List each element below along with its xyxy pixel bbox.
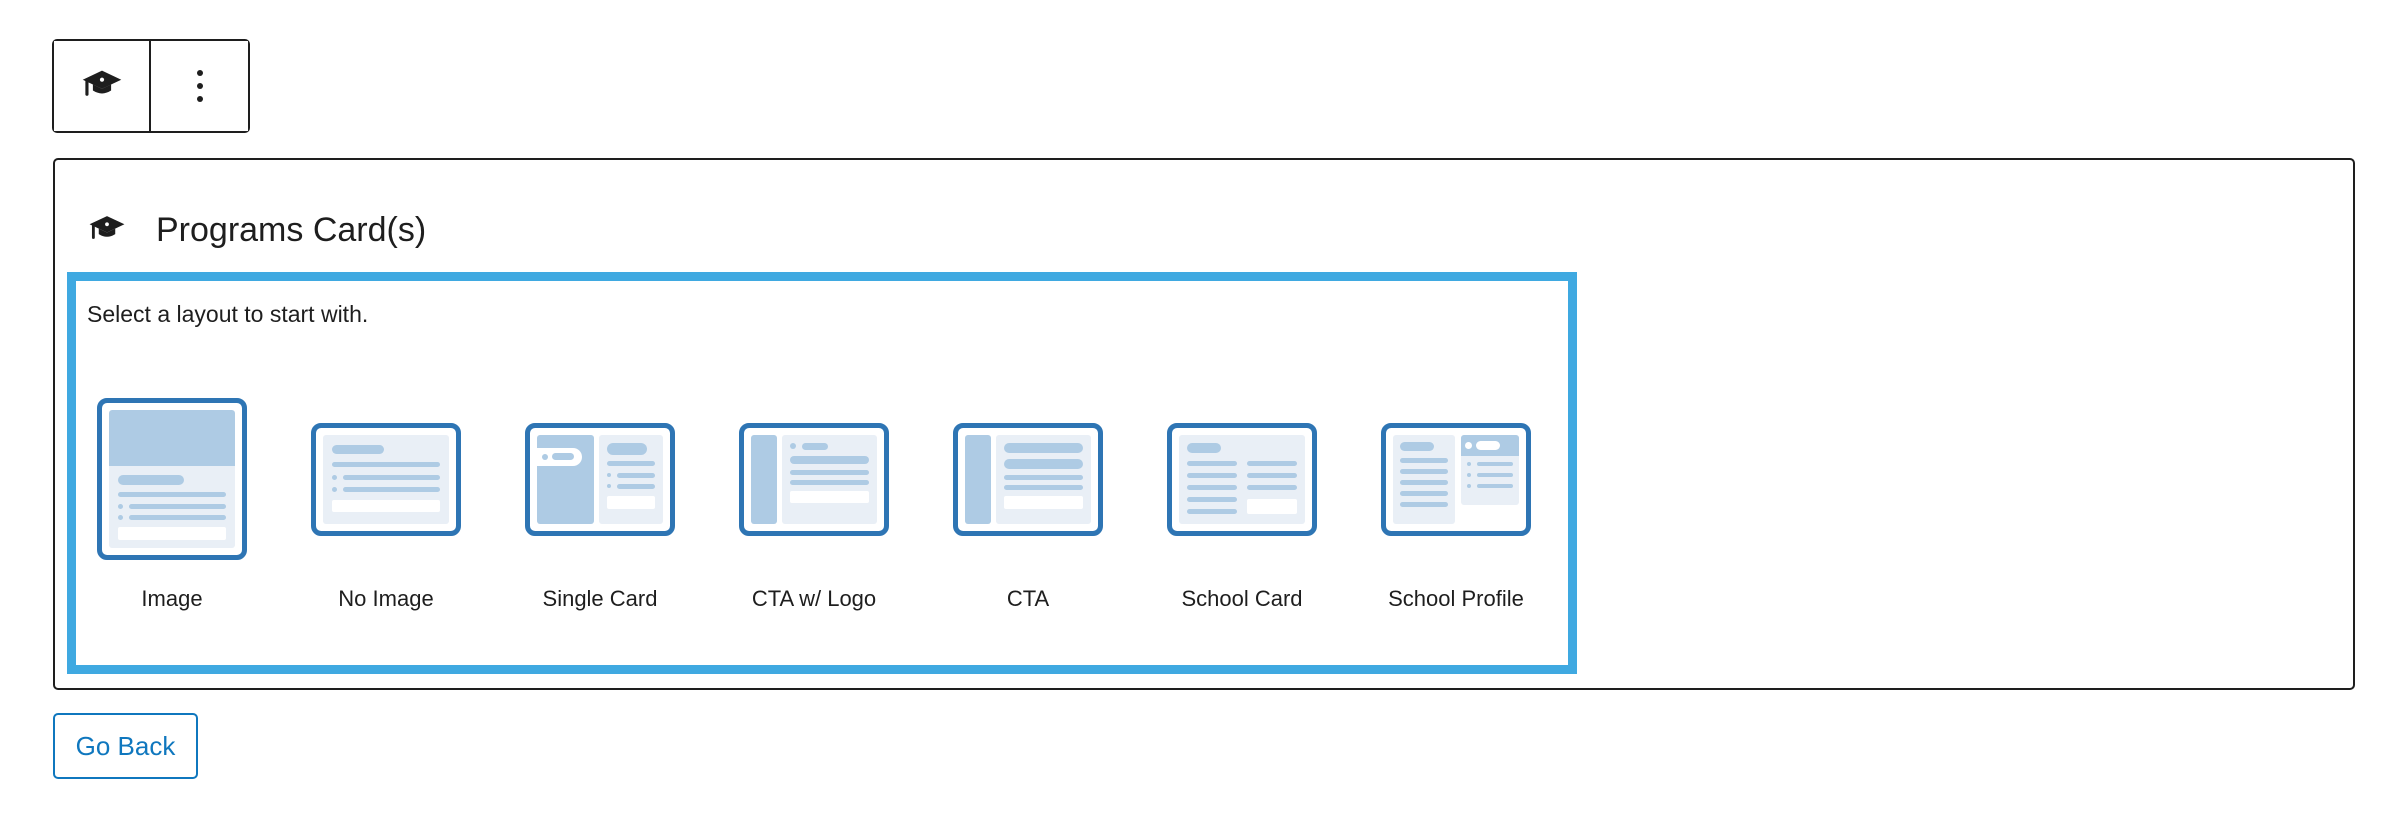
thumbnail-wrap bbox=[97, 391, 247, 567]
mock-logo-badge bbox=[537, 447, 582, 466]
layout-picker-prompt: Select a layout to start with. bbox=[87, 301, 369, 327]
layout-option-image[interactable]: Image bbox=[97, 391, 247, 611]
thumbnail-wrap bbox=[311, 391, 461, 567]
mock-image-block bbox=[109, 410, 235, 466]
mock-button bbox=[1247, 498, 1297, 514]
thumbnail-wrap bbox=[739, 391, 889, 567]
layout-thumbnail-no-image bbox=[311, 422, 461, 536]
mock-title bbox=[1400, 441, 1434, 451]
mock-profile-header bbox=[1461, 434, 1519, 456]
layout-label: Image bbox=[141, 586, 203, 611]
mock-bullet bbox=[118, 504, 226, 509]
mock-side-strip bbox=[751, 434, 777, 524]
mock-line bbox=[332, 461, 440, 467]
mock-card bbox=[1393, 434, 1519, 524]
thumbnail-wrap bbox=[1381, 391, 1531, 567]
layout-option-school-profile[interactable]: School Profile bbox=[1381, 391, 1531, 611]
layout-label: School Profile bbox=[1388, 586, 1524, 611]
mock-bullet bbox=[607, 472, 655, 478]
kebab-menu-icon bbox=[196, 70, 203, 102]
mock-side-strip bbox=[965, 434, 991, 524]
mock-card bbox=[109, 410, 235, 548]
mock-card-body bbox=[109, 466, 235, 548]
mock-card-body bbox=[782, 434, 877, 524]
layout-thumbnail-single-card bbox=[525, 422, 675, 536]
layout-label: CTA bbox=[1006, 586, 1050, 611]
mock-button bbox=[118, 527, 226, 540]
mock-column-right bbox=[1247, 460, 1297, 514]
thumbnail-wrap bbox=[525, 391, 675, 567]
mock-title bbox=[1004, 442, 1083, 453]
options-button[interactable] bbox=[149, 41, 248, 131]
mock-button bbox=[607, 495, 655, 509]
layout-option-single-card[interactable]: Single Card bbox=[525, 391, 675, 611]
mock-title bbox=[607, 442, 647, 455]
mock-card-body bbox=[996, 434, 1091, 524]
mock-card-body bbox=[599, 434, 663, 524]
mock-bullet bbox=[332, 486, 440, 492]
mock-card bbox=[751, 434, 877, 524]
mock-line bbox=[790, 469, 869, 475]
graduation-cap-icon bbox=[81, 65, 123, 107]
mock-line bbox=[1004, 474, 1083, 480]
block-title: Programs Card(s) bbox=[156, 211, 427, 249]
layout-label: School Card bbox=[1181, 586, 1303, 611]
mock-logo-row bbox=[790, 442, 869, 450]
layout-label: Single Card bbox=[542, 586, 658, 611]
graduation-cap-icon bbox=[88, 211, 126, 249]
layout-options: Image bbox=[97, 391, 1531, 611]
mock-card bbox=[537, 434, 663, 524]
layout-option-no-image[interactable]: No Image bbox=[311, 391, 461, 611]
mock-card bbox=[1179, 434, 1305, 524]
mock-column-left bbox=[1393, 434, 1455, 524]
layout-option-school-card[interactable]: School Card bbox=[1167, 391, 1317, 611]
go-back-button[interactable]: Go Back bbox=[53, 713, 198, 779]
layout-thumbnail-image bbox=[97, 398, 247, 560]
mock-column-left bbox=[1187, 460, 1237, 514]
mock-bullet bbox=[332, 474, 440, 480]
layout-label: CTA w/ Logo bbox=[751, 586, 877, 611]
block-type-button[interactable] bbox=[54, 41, 149, 131]
mock-button bbox=[332, 499, 440, 512]
layout-thumbnail-cta bbox=[953, 422, 1103, 536]
mock-title bbox=[1004, 458, 1083, 469]
mock-button bbox=[1004, 495, 1083, 509]
mock-columns bbox=[1187, 460, 1297, 514]
mock-title bbox=[332, 444, 384, 454]
block-header: Programs Card(s) bbox=[88, 210, 426, 250]
mock-title bbox=[790, 455, 869, 464]
mock-button bbox=[790, 490, 869, 503]
layout-label: No Image bbox=[338, 586, 434, 611]
layout-option-cta-logo[interactable]: CTA w/ Logo bbox=[739, 391, 889, 611]
mock-title bbox=[118, 475, 184, 485]
layout-picker: Select a layout to start with. bbox=[67, 272, 1577, 674]
mock-profile-body bbox=[1461, 456, 1519, 494]
programs-card-block: Programs Card(s) Select a layout to star… bbox=[53, 158, 2355, 690]
mock-line bbox=[790, 479, 869, 485]
layout-thumbnail-school-profile bbox=[1381, 422, 1531, 536]
mock-profile-panel bbox=[1461, 434, 1519, 505]
block-toolbar bbox=[52, 39, 250, 133]
mock-title bbox=[1187, 442, 1221, 453]
mock-line bbox=[607, 460, 655, 466]
mock-card bbox=[965, 434, 1091, 524]
mock-bullet bbox=[118, 515, 226, 520]
mock-bullet bbox=[607, 483, 655, 489]
mock-line bbox=[118, 492, 226, 497]
mock-line bbox=[1004, 484, 1083, 490]
mock-card bbox=[323, 434, 449, 524]
layout-thumbnail-cta-logo bbox=[739, 422, 889, 536]
layout-option-cta[interactable]: CTA bbox=[953, 391, 1103, 611]
layout-thumbnail-school-card bbox=[1167, 422, 1317, 536]
thumbnail-wrap bbox=[1167, 391, 1317, 567]
thumbnail-wrap bbox=[953, 391, 1103, 567]
mock-image-block bbox=[537, 434, 594, 524]
